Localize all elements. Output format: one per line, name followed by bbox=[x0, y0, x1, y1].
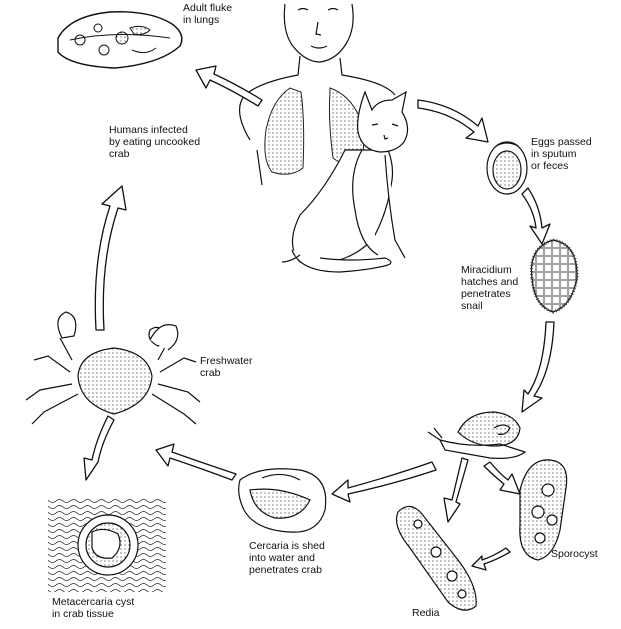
label-metacercaria: Metacercaria cyst in crab tissue bbox=[52, 596, 135, 620]
snail bbox=[427, 411, 527, 459]
arrow-to-miracidium bbox=[521, 187, 551, 245]
arrow-to-cercaria bbox=[331, 461, 437, 503]
egg bbox=[486, 141, 528, 195]
miracidium bbox=[529, 238, 579, 314]
arrow-to-crab bbox=[155, 443, 237, 481]
label-redia: Redia bbox=[412, 607, 440, 619]
sporocyst bbox=[519, 459, 568, 561]
arrow-to-adult-fluke bbox=[195, 65, 263, 107]
label-cercaria: Cercaria is shed into water and penetrat… bbox=[249, 540, 325, 576]
label-adult-fluke: Adult fluke in lungs bbox=[183, 2, 233, 26]
arrow-to-snail bbox=[521, 321, 555, 413]
label-eggs-passed: Eggs passed in sputum or feces bbox=[531, 136, 592, 172]
cycle-arrows bbox=[83, 65, 555, 571]
redia bbox=[395, 505, 477, 611]
adult-fluke bbox=[57, 11, 183, 69]
arrow-to-human bbox=[94, 185, 127, 331]
cercaria bbox=[238, 468, 327, 533]
arrow-to-sporocyst bbox=[483, 461, 521, 495]
label-miracidium: Miracidium hatches and penetrates snail bbox=[461, 264, 519, 312]
arrow-to-metacercaria bbox=[83, 415, 115, 481]
arrow-sporocyst-to-redia bbox=[471, 547, 511, 571]
label-humans-infected: Humans infected by eating uncooked crab bbox=[109, 124, 201, 160]
label-freshwater-crab: Freshwater crab bbox=[200, 355, 253, 379]
arrow-to-eggs bbox=[417, 99, 489, 143]
cat bbox=[281, 90, 409, 273]
metacercaria-cyst bbox=[48, 498, 166, 592]
crab bbox=[25, 311, 201, 425]
label-sporocyst: Sporocyst bbox=[551, 548, 598, 560]
arrow-to-redia bbox=[443, 457, 469, 523]
